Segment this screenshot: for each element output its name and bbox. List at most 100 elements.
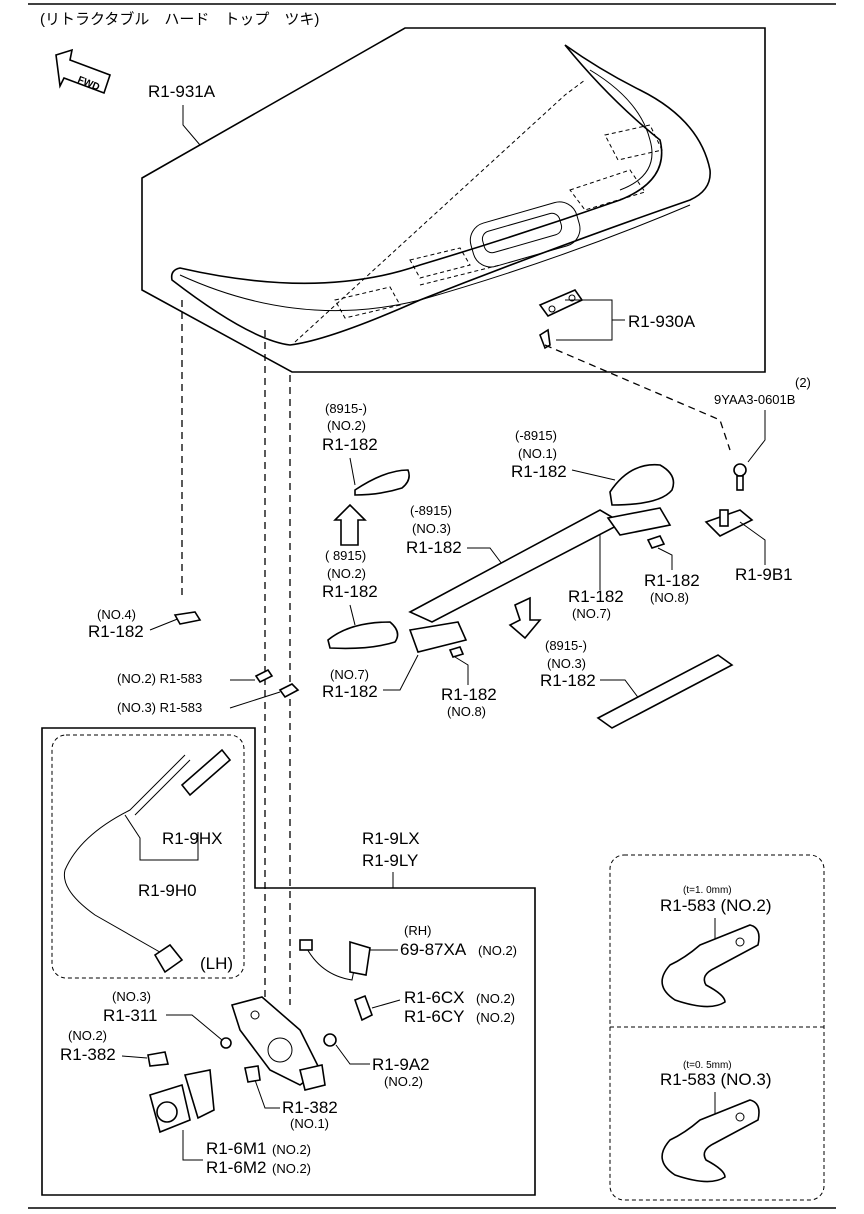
label-d-no: (NO.2) bbox=[327, 566, 366, 581]
seal-no8-right bbox=[646, 535, 666, 549]
latch-assembly bbox=[220, 996, 337, 1091]
label-a-no: (NO.2) bbox=[327, 418, 366, 433]
leader-g bbox=[149, 617, 181, 631]
label-9a2-no: (NO.2) bbox=[384, 1074, 423, 1089]
leader-311 bbox=[166, 1014, 223, 1041]
leader-c bbox=[467, 547, 506, 569]
hook-detail-no2-hole bbox=[735, 937, 745, 947]
label-c-range: (-8915) bbox=[410, 503, 452, 518]
leader-a bbox=[349, 457, 356, 486]
label-lh: (LH) bbox=[200, 954, 233, 973]
label-6m2-no: (NO.2) bbox=[272, 1161, 311, 1176]
leader-930a bbox=[556, 299, 625, 341]
leader-f bbox=[657, 547, 673, 570]
label-r1-6cy: R1-6CY bbox=[404, 1007, 464, 1026]
leader-d bbox=[349, 604, 356, 626]
label-h-part: R1-182 bbox=[322, 682, 378, 701]
leader-j bbox=[600, 679, 641, 701]
leader-6cx bbox=[371, 999, 401, 1009]
label-583-detail-no2: R1-583 (NO.2) bbox=[660, 896, 771, 915]
seal-no8-left bbox=[448, 646, 465, 658]
hard-top-box bbox=[141, 27, 766, 373]
label-r1-9b1: R1-9B1 bbox=[735, 565, 793, 584]
label-i-part: R1-182 bbox=[441, 685, 497, 704]
label-583-detail-no3: R1-583 (NO.3) bbox=[660, 1070, 771, 1089]
label-r1-930a: R1-930A bbox=[628, 312, 696, 331]
label-a-range: (8915-) bbox=[325, 401, 367, 416]
seal-a bbox=[354, 469, 410, 496]
clip-6cx bbox=[353, 994, 373, 1022]
label-6cx-no: (NO.2) bbox=[476, 991, 515, 1006]
label-b-range: (-8915) bbox=[515, 428, 557, 443]
fwd-arrow-icon: FWD bbox=[55, 48, 112, 95]
label-r1-311: R1-311 bbox=[103, 1006, 158, 1025]
label-r1-9lx: R1-9LX bbox=[362, 829, 420, 848]
leader-9a2 bbox=[335, 1044, 370, 1065]
seal-no7-left bbox=[408, 621, 468, 653]
seal-b bbox=[609, 463, 675, 506]
seal-j-strip bbox=[596, 654, 734, 729]
label-r1-9ly: R1-9LY bbox=[362, 851, 418, 870]
hook-detail-no3-hole bbox=[735, 1112, 745, 1122]
label-t2: (t=0. 5mm) bbox=[683, 1060, 732, 1071]
label-583-no3-left: (NO.3) R1-583 bbox=[117, 700, 202, 715]
label-r1-382: R1-382 bbox=[60, 1045, 116, 1064]
hook-detail-no2 bbox=[661, 924, 760, 1008]
leader-931a bbox=[182, 105, 201, 146]
label-qty-2: (2) bbox=[795, 375, 811, 390]
label-311-no: (NO.3) bbox=[112, 989, 151, 1004]
leader-583-no3 bbox=[229, 691, 281, 709]
label-j-part: R1-182 bbox=[540, 671, 596, 690]
leader-i bbox=[454, 656, 469, 685]
hinge-bracket bbox=[538, 289, 584, 350]
label-h-no: (NO.7) bbox=[330, 667, 369, 682]
label-r1-9hx: R1-9HX bbox=[162, 829, 222, 848]
label-r1-6cx: R1-6CX bbox=[404, 988, 464, 1007]
lower-assembly-box bbox=[41, 727, 536, 1196]
seal-d bbox=[327, 621, 399, 650]
label-j-range: (8915-) bbox=[545, 638, 587, 653]
leader-9b1 bbox=[739, 521, 766, 565]
label-f-part: R1-182 bbox=[644, 571, 700, 590]
arrow-down-icon bbox=[508, 596, 542, 640]
hook-583-no3 bbox=[278, 683, 300, 699]
label-69-87xa: 69-87XA bbox=[400, 940, 467, 959]
label-r1-6m2: R1-6M2 bbox=[206, 1158, 266, 1177]
bolt-9yaa3 bbox=[733, 463, 747, 491]
label-c-part: R1-182 bbox=[406, 538, 462, 557]
label-e-no: (NO.7) bbox=[572, 606, 611, 621]
hard-top-panel bbox=[170, 44, 711, 346]
label-b-no: (NO.1) bbox=[518, 446, 557, 461]
seal-no7-right bbox=[606, 507, 672, 536]
label-382-no2: (NO.2) bbox=[68, 1028, 107, 1043]
label-j-no: (NO.3) bbox=[547, 656, 586, 671]
label-6m1-no: (NO.2) bbox=[272, 1142, 311, 1157]
leader-9hx bbox=[124, 814, 199, 861]
label-g-part: R1-182 bbox=[88, 622, 144, 641]
label-b-part: R1-182 bbox=[511, 462, 567, 481]
label-r1-6m1: R1-6M1 bbox=[206, 1139, 266, 1158]
label-i-no: (NO.8) bbox=[447, 704, 486, 719]
label-a-part: R1-182 bbox=[322, 435, 378, 454]
seal-no4 bbox=[173, 611, 202, 625]
label-g-no: (NO.4) bbox=[97, 607, 136, 622]
harness-69-87xa bbox=[299, 939, 371, 981]
leader-382 bbox=[121, 1055, 148, 1059]
label-d-part: R1-182 bbox=[322, 582, 378, 601]
label-6cy-no: (NO.2) bbox=[476, 1010, 515, 1025]
hook-583-no2 bbox=[254, 668, 274, 684]
bolt-382-no1 bbox=[244, 1065, 261, 1083]
label-rh: (RH) bbox=[404, 923, 431, 938]
lh-subbox bbox=[51, 734, 245, 979]
leader-h bbox=[383, 654, 419, 691]
leader-382b bbox=[254, 1079, 280, 1109]
label-f-no: (NO.8) bbox=[650, 590, 689, 605]
label-d-range: ( 8915) bbox=[325, 548, 366, 563]
label-r1-9a2: R1-9A2 bbox=[372, 1055, 430, 1074]
leader-6m1 bbox=[182, 1130, 203, 1161]
label-r1-382b: R1-382 bbox=[282, 1098, 338, 1117]
label-r1-9h0: R1-9H0 bbox=[138, 881, 197, 900]
label-c-no: (NO.3) bbox=[412, 521, 451, 536]
striker-9b1 bbox=[704, 509, 754, 537]
